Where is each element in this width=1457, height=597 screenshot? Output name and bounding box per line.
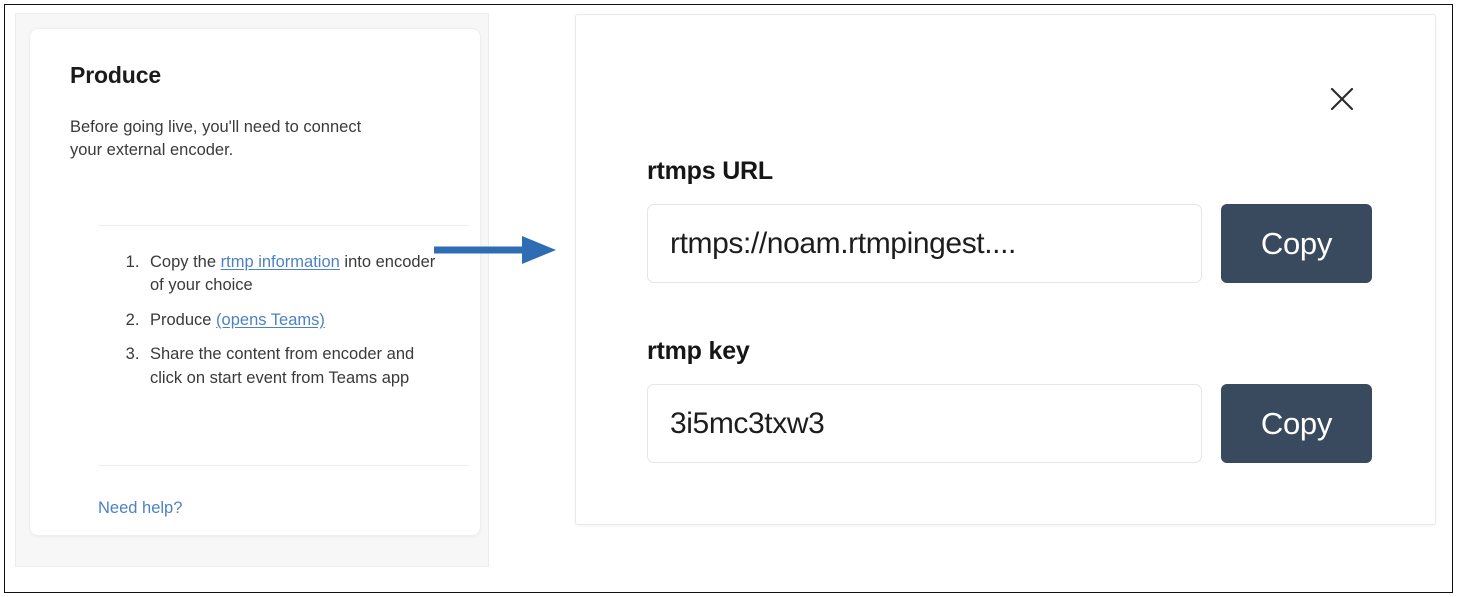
rtmp-key-input[interactable] — [647, 384, 1202, 464]
copy-rtmps-url-button[interactable]: Copy — [1221, 204, 1372, 284]
step-1-suffix: into encoder of your choice — [150, 253, 436, 295]
list-item-step-1: Copy the rtmp information into encoder o… — [144, 251, 446, 298]
arrow-right-icon — [430, 232, 562, 268]
copy-rtmp-key-button[interactable]: Copy — [1221, 384, 1372, 464]
rtmps-url-label: rtmps URL — [647, 157, 773, 185]
produce-panel-shell: Produce Before going live, you'll need t… — [15, 13, 489, 567]
list-item-step-2: Produce (opens Teams) — [144, 309, 446, 332]
step-1-prefix: Copy the — [150, 253, 221, 271]
rtmp-dialog: rtmps URL Copy rtmp key Copy — [575, 14, 1436, 525]
step-2-prefix: Produce — [150, 310, 217, 329]
rtmps-url-row: Copy — [647, 204, 1372, 284]
opens-teams-link[interactable]: (opens Teams) — [216, 310, 325, 329]
produce-description: Before going live, you'll need to connec… — [70, 117, 362, 160]
rtmp-key-label: rtmp key — [647, 337, 750, 365]
divider-top — [98, 225, 469, 226]
rtmps-url-input[interactable] — [647, 204, 1202, 284]
list-item-step-3: Share the content from encoder and click… — [144, 343, 446, 390]
close-icon[interactable] — [1322, 79, 1362, 119]
rtmp-information-link[interactable]: rtmp information — [220, 253, 340, 271]
rtmp-key-row: Copy — [647, 384, 1372, 464]
rtmp-key-field-group: rtmp key Copy — [647, 336, 1372, 464]
need-help-link[interactable]: Need help? — [98, 499, 183, 517]
divider-bottom — [98, 465, 469, 466]
produce-steps-list: Copy the rtmp information into encoder o… — [114, 251, 446, 390]
produce-card-header: Produce Before going live, you'll need t… — [70, 62, 440, 179]
page-title: Produce — [70, 62, 161, 88]
step-3-prefix: Share the content from encoder and click… — [150, 345, 415, 387]
produce-card: Produce Before going live, you'll need t… — [29, 28, 481, 536]
rtmps-url-field-group: rtmps URL Copy — [647, 156, 1372, 284]
